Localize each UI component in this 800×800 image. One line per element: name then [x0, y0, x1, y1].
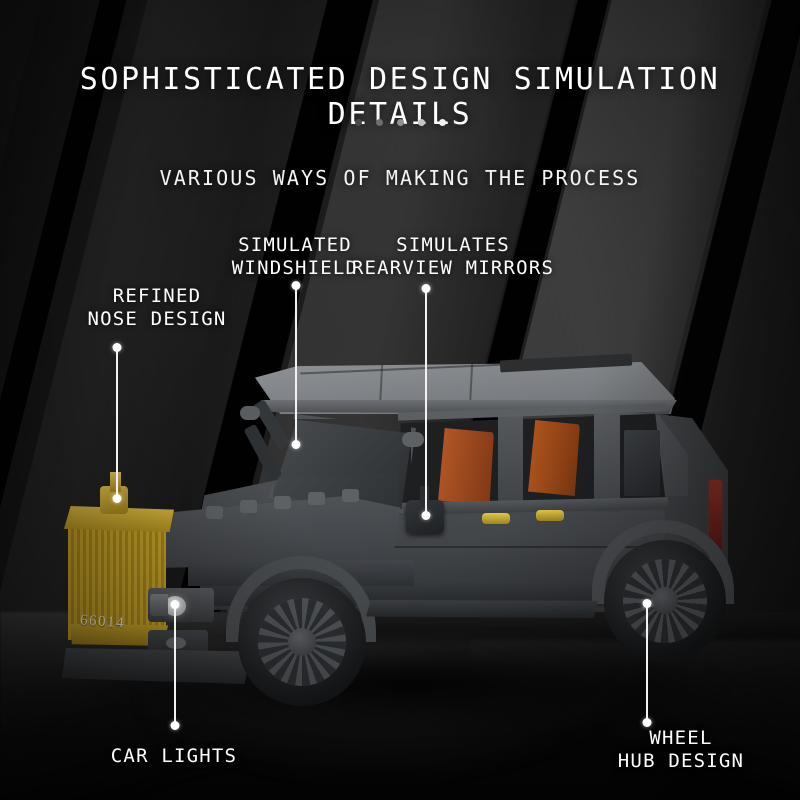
annotation-wheel-hub-design: WHEEL HUB DESIGN — [617, 727, 745, 772]
annotation-simulates-rearview-mirrors: SIMULATES REARVIEW MIRRORS — [351, 234, 555, 279]
page-title: SOPHISTICATED DESIGN SIMULATION DETAILS — [79, 62, 721, 132]
car-side-step — [366, 600, 598, 618]
car-model-number: 66014 — [79, 612, 126, 632]
leader-line-car-lights — [174, 604, 176, 726]
car-hood-stud — [308, 492, 325, 505]
annotation-car-lights: CAR LIGHTS — [110, 745, 238, 767]
annotation-refined-nose-design: REFINED NOSE DESIGN — [87, 285, 227, 330]
progress-dots — [0, 119, 800, 126]
car-front-wheel-cap — [288, 628, 316, 656]
leader-line-windshield — [295, 285, 297, 445]
car-seat — [438, 428, 494, 504]
car-door-handle — [482, 513, 510, 524]
car-headlight-trim — [150, 594, 168, 616]
car-seat — [528, 420, 580, 496]
progress-dot — [417, 119, 425, 126]
car-b-pillar — [498, 412, 523, 512]
car-hood-stud — [240, 500, 257, 513]
progress-dot — [375, 119, 383, 126]
car-front-bumper — [62, 648, 252, 684]
car-hood-stud — [342, 489, 359, 502]
car-hood-stud — [274, 496, 291, 509]
car-rear-wheel-cap — [651, 587, 678, 614]
leader-line-refined-nose — [116, 347, 118, 499]
car-windshield-hinge — [402, 432, 424, 447]
progress-dot — [396, 119, 404, 126]
car-quarter-window — [624, 430, 660, 496]
car-windshield-hinge — [240, 406, 260, 420]
annotation-simulated-windshield: SIMULATED WINDSHIELD — [231, 234, 359, 279]
car-fog-light-lens — [166, 637, 186, 649]
leader-line-wheel-hub — [646, 603, 648, 723]
car-door-handle — [536, 510, 564, 521]
progress-dot — [354, 119, 362, 126]
leader-line-rearview — [425, 288, 427, 516]
car-hood-stud — [206, 506, 223, 519]
page-subtitle: VARIOUS WAYS OF MAKING THE PROCESS — [159, 166, 641, 190]
progress-dot — [438, 119, 446, 126]
car-c-pillar — [594, 410, 620, 512]
